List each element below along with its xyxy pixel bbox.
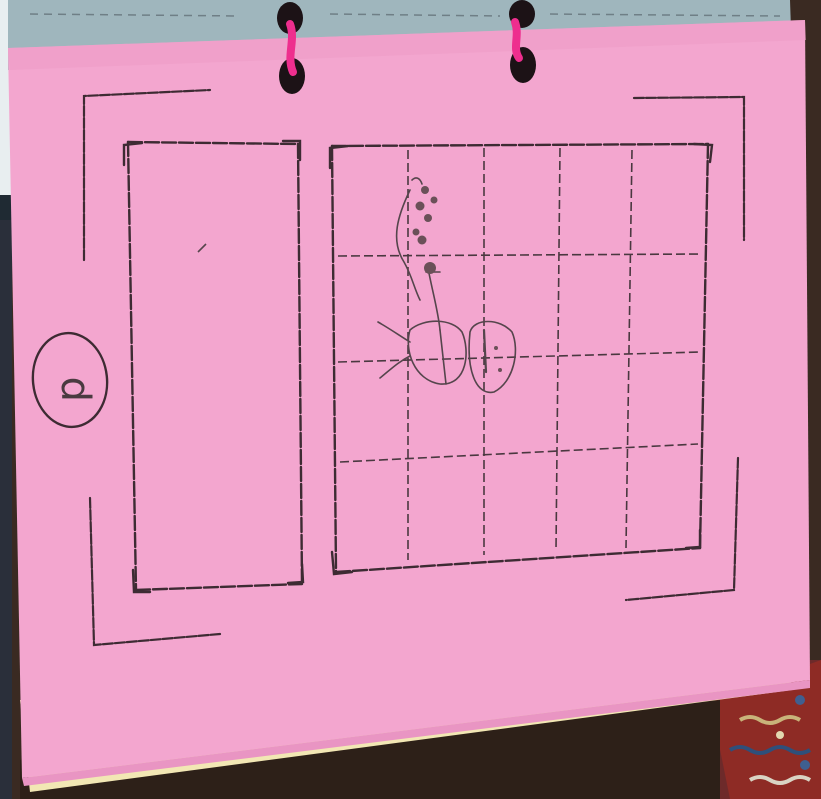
pink-sheet xyxy=(8,20,810,786)
home-button-glyph: p xyxy=(48,377,94,402)
